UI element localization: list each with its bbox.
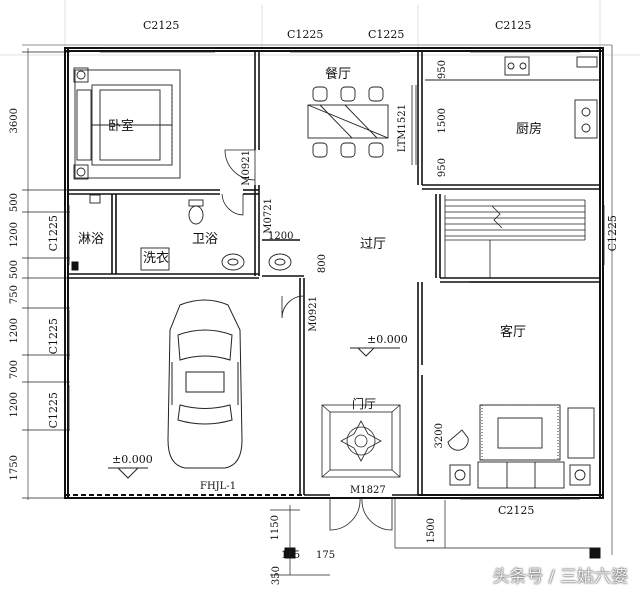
room-label-living: 客厅	[500, 325, 527, 340]
dim-bottom-right: 1500	[426, 518, 437, 544]
window-label-bottom-right: C2125	[498, 504, 535, 517]
door-label-bath: M0721	[263, 198, 274, 234]
door-label-bedroom: M0921	[241, 150, 252, 186]
dim-left-8: 1200	[9, 392, 20, 418]
room-label-laundry: 洗衣	[143, 251, 170, 266]
door-label-garage: M0921	[308, 296, 319, 332]
room-label-bathroom: 卫浴	[192, 232, 219, 247]
room-label-entry: 门厅	[352, 397, 377, 411]
dim-left-6: 1200	[9, 318, 20, 344]
dim-wash: 1200	[268, 231, 294, 242]
dim-bottom-edge: 350	[271, 566, 282, 586]
window-label-dining-side: LTM1521	[397, 104, 408, 153]
dim-left-7: 700	[9, 360, 20, 380]
dim-left-9: 1750	[9, 455, 20, 481]
window-label-top-mid-1: C1225	[287, 28, 324, 41]
window-label-left-lower: C1225	[47, 392, 60, 429]
dim-kitchen-2: 1500	[437, 108, 448, 134]
room-label-hall: 过厅	[360, 237, 387, 252]
window-label-top-left: C2125	[143, 19, 180, 32]
dim-passage: 800	[317, 254, 328, 274]
room-label-kitchen: 厨房	[516, 122, 543, 137]
room-label-shower: 淋浴	[78, 232, 105, 247]
level-label-hall: ±0.000	[367, 333, 408, 346]
dim-kitchen-3: 950	[437, 158, 448, 178]
window-label-left-mid: C1225	[47, 318, 60, 355]
door-label-garage-roller: FHJL-1	[200, 481, 237, 492]
watermark: 头条号 / 三姑六婆	[492, 567, 628, 587]
room-label-bedroom: 卧室	[108, 119, 135, 134]
dim-left-5: 750	[9, 285, 20, 305]
dim-bottom-step: 1150	[270, 515, 281, 541]
window-label-top-mid-2: C1225	[368, 28, 405, 41]
dim-bottom-wall-1: 175	[281, 550, 301, 561]
window-label-top-right: C2125	[495, 19, 532, 32]
dim-living: 3200	[434, 423, 445, 449]
dim-bottom-wall-2: 175	[316, 550, 336, 561]
window-label-left-upper: C1225	[47, 215, 60, 252]
door-label-front: M1827	[350, 485, 386, 496]
dim-left-1: 3600	[9, 108, 20, 134]
dim-left-4: 500	[9, 260, 20, 280]
window-label-right-upper: C1225	[606, 215, 619, 252]
dim-kitchen-1: 950	[437, 60, 448, 80]
level-label-garage: ±0.000	[112, 453, 153, 466]
dim-left-2: 500	[9, 193, 20, 213]
dim-left-3: 1200	[9, 222, 20, 248]
room-label-dining: 餐厅	[325, 67, 352, 82]
